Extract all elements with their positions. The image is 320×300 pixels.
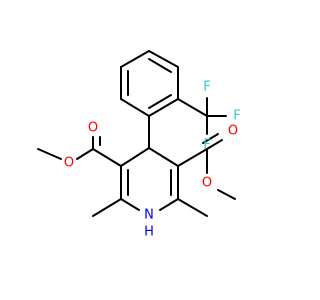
atom-f-top: F bbox=[203, 80, 210, 95]
atom-f-right: F bbox=[233, 109, 240, 124]
bond-c2-n1 bbox=[120, 198, 140, 211]
bond-ether-o-methyl-right bbox=[217, 189, 236, 200]
bond-c6-methyl bbox=[177, 198, 208, 217]
bond-phenyl-cf3 bbox=[177, 98, 208, 117]
atom-o-ether-left: O bbox=[64, 156, 74, 171]
dihydropyridine-ring bbox=[120, 147, 179, 211]
bond-phenyl-4-5-double bbox=[148, 58, 172, 73]
bond-carbonyl-o-right-double bbox=[202, 133, 219, 144]
bond-phenyl-1-2 bbox=[120, 98, 150, 117]
atom-o-ether-right: O bbox=[202, 176, 212, 191]
bond-c5-carbonyl-carbon bbox=[177, 148, 208, 167]
atom-o-carbonyl-left: O bbox=[88, 121, 98, 136]
bond-c3-carbonyl-carbon bbox=[92, 148, 122, 167]
bond-ether-o-methyl-left bbox=[37, 148, 62, 160]
right-ester-group bbox=[177, 133, 236, 200]
bond-c4-c5 bbox=[148, 147, 179, 167]
bond-phenyl-3-4 bbox=[120, 50, 150, 68]
bond-phenyl-6-1-double bbox=[148, 94, 172, 109]
bond-carbonyl-o-right bbox=[206, 139, 223, 150]
bond-c6-n1 bbox=[159, 198, 179, 211]
bond-c2-methyl bbox=[92, 198, 122, 217]
atom-n-ring: N bbox=[144, 208, 154, 223]
bond-carbonyl-ether-o-left bbox=[76, 148, 94, 160]
left-ester-group bbox=[37, 136, 122, 167]
phenyl-ring bbox=[120, 50, 179, 149]
bond-c4-c3 bbox=[120, 147, 150, 167]
atom-o-carbonyl-right: O bbox=[228, 124, 238, 139]
molecule-structure: O O O O F F F N H bbox=[37, 50, 241, 240]
trifluoromethyl-group bbox=[177, 97, 227, 135]
atom-h-on-n: H bbox=[144, 225, 154, 240]
atom-f-bottom: F bbox=[203, 138, 210, 153]
bond-phenyl-6-1 bbox=[148, 98, 179, 117]
bond-phenyl-4-5 bbox=[148, 50, 179, 68]
